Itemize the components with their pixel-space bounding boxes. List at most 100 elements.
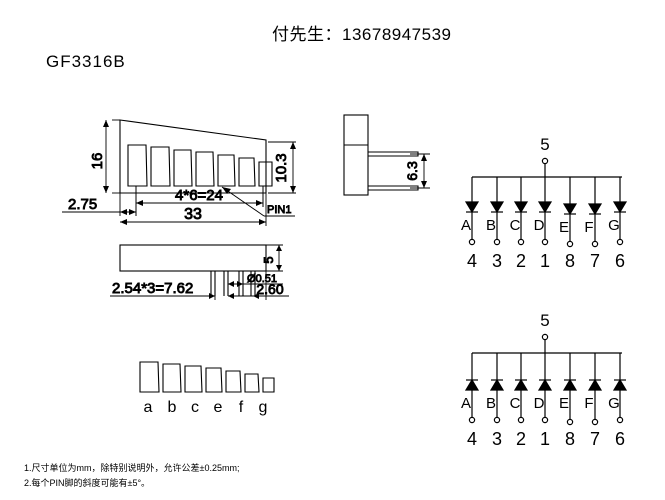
strip-bar-5 [225, 370, 242, 393]
pin-number-top-3: 2 [516, 251, 526, 271]
pin-terminal-b3 [517, 416, 525, 424]
pin-number-bottom-7: 6 [615, 429, 625, 449]
pin-number-bottom-4: 1 [540, 429, 550, 449]
front-view-group [119, 119, 273, 194]
common-pin-label-bottom: 5 [540, 311, 549, 330]
common-anode-labels: 5 A B C D E F G 4 3 2 1 8 7 6 [461, 135, 625, 271]
segment-label-e: e [214, 399, 223, 416]
diode-tri-b4 [537, 378, 553, 391]
common-cathode-schematic [464, 333, 628, 426]
seg-label-bottom-D: D [534, 395, 545, 412]
side-view-body [343, 114, 369, 196]
bar-segment-3 [173, 149, 193, 187]
dim-pin-pitch: 2.54*3=7.62 [112, 280, 193, 297]
dim-thickness: 5 [261, 256, 276, 263]
segment-label-strip-group [139, 361, 275, 393]
segment-label-f: f [239, 399, 244, 416]
common-anode-schematic [464, 157, 628, 248]
seg-label-top-C: C [510, 217, 521, 234]
dim-pin-diameter: Ø0.51 [247, 273, 277, 285]
seg-label-top-A: A [461, 217, 471, 234]
diode-tri-b3 [513, 378, 529, 391]
dim-segment-pitch: 4*6=24 [175, 187, 223, 204]
segment-label-b: b [168, 399, 177, 416]
bar-segment-5 [217, 154, 236, 187]
pin-terminal-b6 [591, 418, 599, 426]
dim-height-right: 10.3 [273, 153, 290, 182]
pin-number-top-1: 4 [467, 251, 477, 271]
strip-bar-7 [262, 377, 275, 393]
pin-terminal-b4 [541, 416, 549, 424]
seg-label-top-E: E [559, 219, 569, 236]
seg-label-top-D: D [534, 217, 545, 234]
bar-segment-1 [127, 144, 148, 187]
front-view-outline [119, 119, 267, 194]
seg-label-bottom-G: G [608, 395, 620, 412]
diode-tri-3 [513, 201, 529, 214]
common-pin-terminal-2 [541, 333, 549, 341]
pin-terminal-1 [468, 238, 476, 246]
pin-number-bottom-5: 8 [565, 429, 575, 449]
dim-offset-left: 2.75 [68, 196, 97, 213]
pin1-label: PIN1 [267, 204, 291, 216]
front-view-dimensions: 16 10.3 2.75 4*6=24 [62, 119, 296, 226]
bottom-view-pin-1 [210, 271, 216, 296]
bottom-view-pin-4 [250, 271, 256, 296]
pin-number-bottom-3: 2 [516, 429, 526, 449]
bar-segment-7 [258, 161, 273, 187]
diode-tri-2 [489, 201, 505, 214]
segment-label-a: a [144, 399, 153, 416]
pin-terminal-3 [517, 238, 525, 246]
pin-terminal-b7 [616, 416, 624, 424]
diode-tri-b5 [562, 378, 578, 391]
bar-segment-2 [150, 146, 171, 187]
seg-label-bottom-E: E [559, 395, 569, 412]
diode-tri-b7 [612, 378, 628, 391]
bottom-view-dimensions: 5 Ø0.51 2.60 2.54*3=7.62 [110, 244, 289, 300]
pin-terminal-b2 [493, 416, 501, 424]
common-pin-label-top: 5 [540, 135, 549, 154]
diode-tri-1 [464, 201, 480, 214]
common-cathode-labels: 5 A B C D E F G 4 3 2 1 8 7 6 [461, 311, 625, 449]
seg-label-top-F: F [584, 219, 593, 236]
bottom-view-pin-2 [223, 271, 229, 296]
bottom-view-body [119, 244, 267, 272]
diode-tri-b2 [489, 378, 505, 391]
strip-bar-6 [244, 373, 260, 393]
seg-label-top-B: B [486, 217, 496, 234]
side-view-dimensions: 6.3 [404, 153, 430, 189]
pin-terminal-5 [566, 240, 574, 248]
pin-number-bottom-6: 7 [590, 429, 600, 449]
bottom-view-group [119, 244, 267, 296]
contact-header: 付先生：13678947539 [272, 25, 452, 44]
diode-tri-b1 [464, 378, 480, 391]
segment-label-row: a b c e f g [144, 399, 268, 416]
bar-segment-6 [238, 157, 256, 187]
diode-tri-b6 [587, 378, 603, 391]
seg-label-bottom-F: F [584, 395, 593, 412]
pin-terminal-2 [493, 238, 501, 246]
common-pin-terminal [541, 157, 549, 165]
pin-number-top-4: 1 [540, 251, 550, 271]
pin-number-bottom-1: 4 [467, 429, 477, 449]
page-title: GF3316B [46, 52, 126, 71]
dim-pin-spacing: 6.3 [404, 161, 420, 181]
seg-label-bottom-A: A [461, 395, 471, 412]
pin-terminal-6 [591, 240, 599, 248]
seg-label-bottom-B: B [486, 395, 496, 412]
segment-label-g: g [259, 399, 268, 416]
seg-label-top-G: G [608, 217, 620, 234]
pin-terminal-7 [616, 238, 624, 246]
pin-number-top-6: 7 [590, 251, 600, 271]
pin-terminal-4 [541, 238, 549, 246]
dim-height-left: 16 [89, 153, 106, 170]
pin-number-top-7: 6 [615, 251, 625, 271]
strip-bar-1 [139, 361, 160, 393]
bar-segment-4 [195, 151, 215, 187]
pin-terminal-b1 [468, 416, 476, 424]
pin-terminal-b5 [566, 418, 574, 426]
pin-number-bottom-2: 3 [492, 429, 502, 449]
side-view-group [343, 114, 419, 196]
